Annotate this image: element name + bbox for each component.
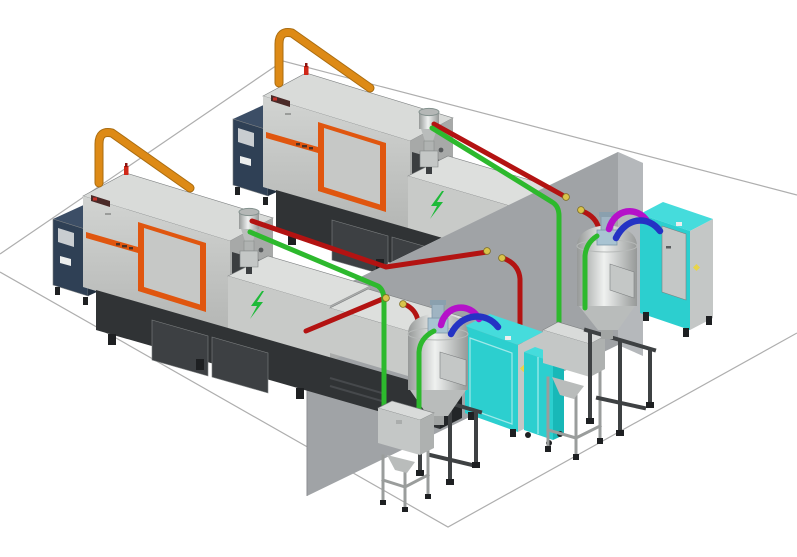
warning-label bbox=[692, 263, 701, 272]
pipe-couplers bbox=[382, 193, 585, 308]
vacuum-pipe-back bbox=[429, 125, 562, 359]
bin-on-stand-middle bbox=[542, 321, 606, 460]
dryer-cabinet-right bbox=[640, 202, 713, 337]
hopper-hose-green-right bbox=[582, 233, 600, 311]
material-pipe-front bbox=[249, 218, 490, 270]
hopper-panel bbox=[439, 351, 467, 387]
material-pipe-wall-low bbox=[303, 295, 388, 334]
drying-station bbox=[377, 202, 713, 512]
material-pipe-left-hopper-drop bbox=[500, 255, 523, 427]
air-hose-blue-right bbox=[612, 217, 664, 242]
bin-on-stand-front bbox=[377, 400, 435, 512]
material-pipe-back bbox=[431, 121, 567, 199]
dryer-door bbox=[661, 225, 687, 301]
air-hose-blue-left bbox=[447, 313, 502, 338]
hopper-panel bbox=[609, 263, 635, 299]
drying-hopper-right bbox=[576, 212, 657, 436]
